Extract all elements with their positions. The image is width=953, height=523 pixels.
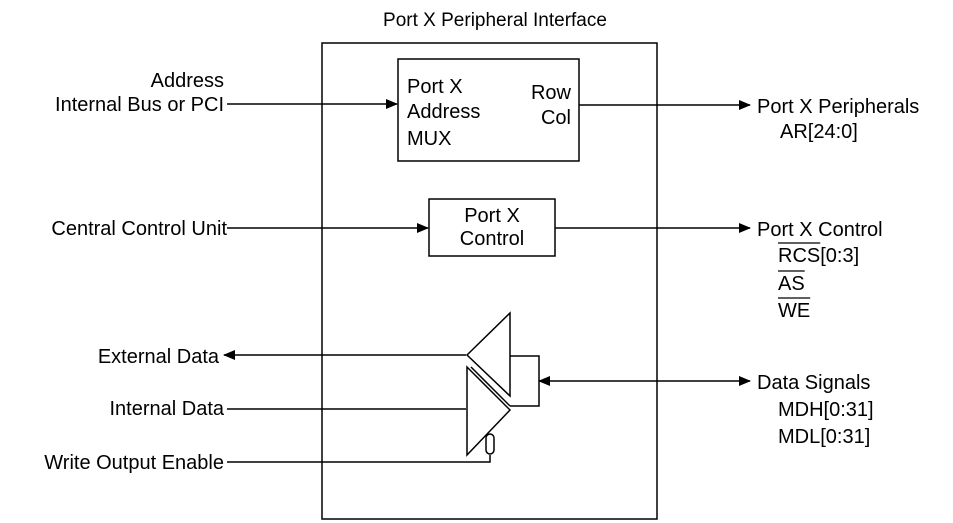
mux-label-line2: Address (407, 101, 480, 123)
control-output-label: Port X Control (757, 219, 883, 241)
control-label-line1: Port X (464, 205, 520, 227)
address-bus-label: Internal Bus or PCI (55, 94, 224, 116)
enable-bubble-icon (485, 433, 495, 455)
mdl-signal-label: MDL[0:31] (778, 426, 870, 448)
control-label-line2: Control (460, 228, 524, 250)
internal-data-label: Internal Data (109, 398, 224, 420)
we-signal-label: WE (778, 300, 810, 322)
mux-col-label: Col (541, 107, 571, 129)
as-signal-label: AS (778, 273, 805, 295)
output-buffer-left (465, 311, 511, 398)
input-buffer-right (466, 365, 512, 457)
write-enable-line (227, 455, 491, 463)
write-output-enable-label: Write Output Enable (44, 452, 224, 474)
mux-label-line3: MUX (407, 128, 451, 150)
ar-signal-label: AR[24:0] (780, 121, 858, 143)
interface-box (321, 42, 658, 520)
mux-row-label: Row (531, 82, 572, 104)
rcs-signal-label: RCS[0:3] (778, 245, 859, 267)
address-mux-block (397, 58, 580, 162)
mdh-signal-label: MDH[0:31] (778, 399, 874, 421)
buffer-inner-diagonal (470, 366, 511, 407)
data-signals-label: Data Signals (757, 372, 870, 394)
diagram-title: Port X Peripheral Interface (383, 10, 607, 31)
external-data-label: External Data (98, 346, 220, 368)
address-label: Address (151, 70, 224, 92)
buffer-feedback-wire (510, 355, 540, 407)
mux-label-line1: Port X (407, 76, 463, 98)
central-control-unit-label: Central Control Unit (51, 218, 227, 240)
peripherals-label: Port X Peripherals (757, 96, 919, 118)
